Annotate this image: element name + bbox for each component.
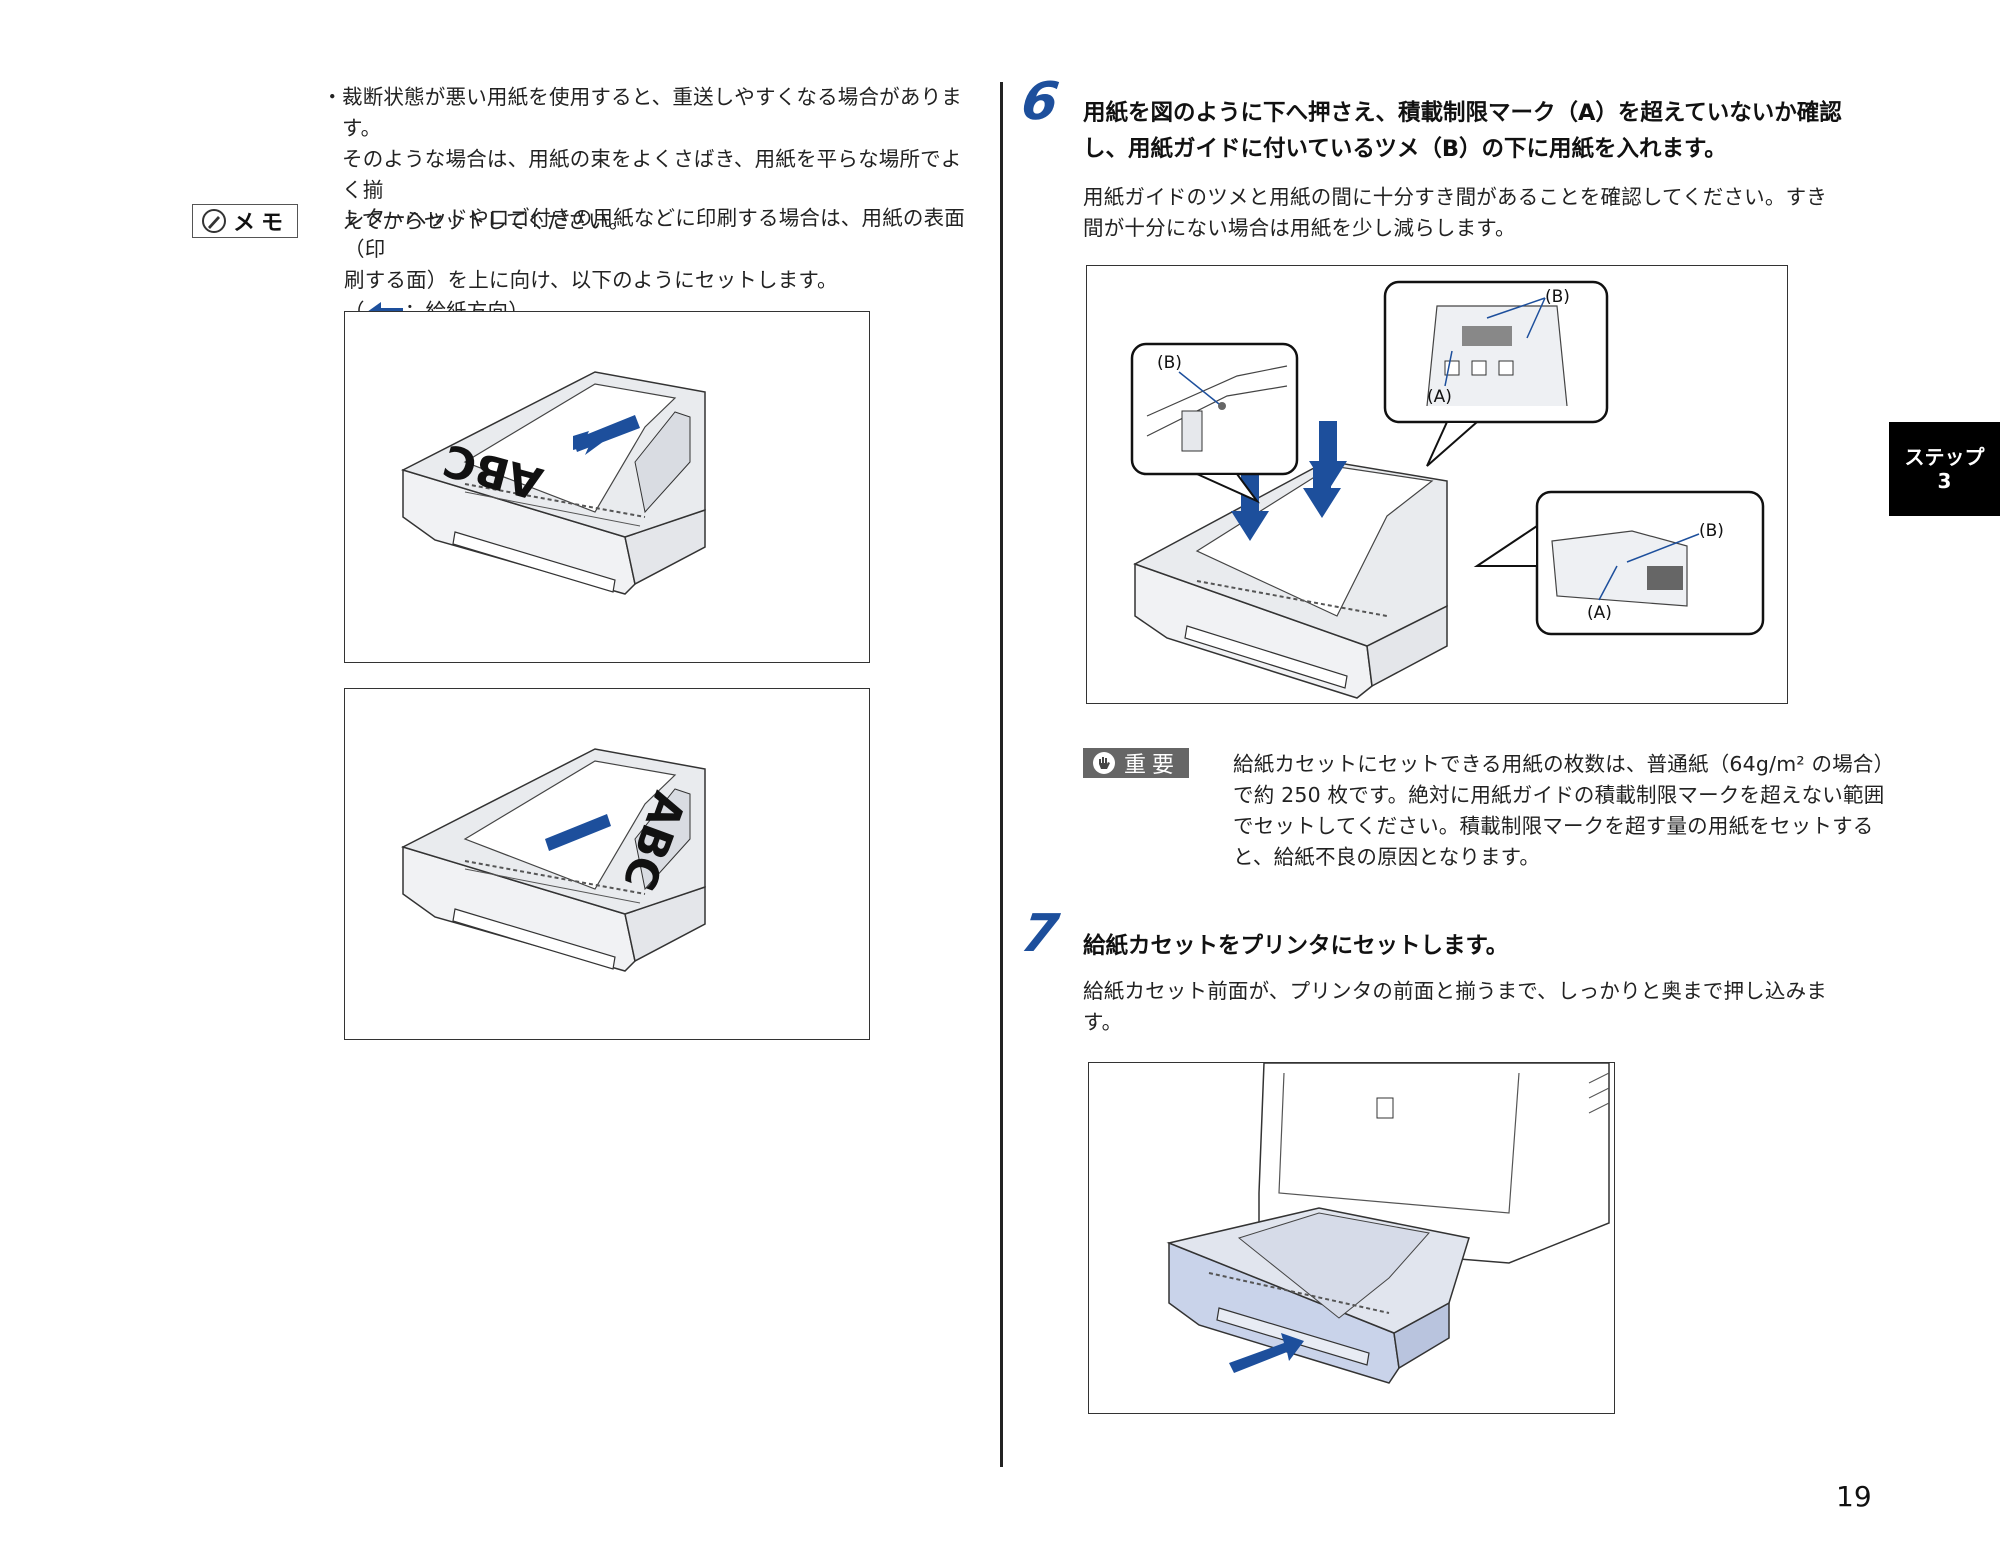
memo-line-2: 刷する面）を上に向け、以下のようにセットします。 [344, 268, 838, 292]
step-6-body-line-2: 間が十分にない場合は用紙を少し減らします。 [1083, 216, 1516, 240]
paper-tray-illustration-2: ABC [400, 748, 706, 972]
step-7-body: 給紙カセット前面が、プリンタの前面と揃うまで、しっかりと奥まで押し込みま す。 [1083, 976, 1963, 1038]
memo-tag: メモ [192, 204, 298, 238]
callout-label-b-top: (B) [1545, 287, 1570, 307]
caution-bullet-block: ・ 裁断状態が悪い用紙を使用すると、重送しやすくなる場合があります。 そのような… [322, 82, 982, 237]
tray-figure-1: ABC [344, 311, 870, 663]
important-text: 給紙カセットにセットできる用紙の枚数は、普通紙（64g/m² の場合） で約 2… [1233, 749, 1973, 873]
side-tab-line-2: 3 [1937, 469, 1952, 493]
memo-text: レターヘッドやロゴ付きの用紙などに印刷する場合は、用紙の表面（印 刷する面）を上… [344, 203, 984, 327]
step-7-figure [1088, 1062, 1615, 1414]
bullet-line-3: えてからセットしてください。 [342, 209, 630, 233]
paper-guide-illustration: (B) (B) (A) (B) (A) [1130, 280, 1765, 699]
step-6-body: 用紙ガイドのツメと用紙の間に十分すき間があることを確認してください。すき 間が十… [1083, 182, 1963, 244]
step-7-body-line-2: す。 [1083, 1010, 1123, 1034]
side-tab-line-1: ステップ [1904, 445, 1985, 469]
callout-label-a-top: (A) [1427, 387, 1452, 407]
important-line-1: 給紙カセットにセットできる用紙の枚数は、普通紙（64g/m² の場合） [1233, 752, 1895, 776]
column-divider [1000, 82, 1003, 1467]
callout-label-a-right: (A) [1587, 603, 1612, 623]
bullet-line-1: 裁断状態が悪い用紙を使用すると、重送しやすくなる場合があります。 [342, 85, 962, 140]
memo-line-1: レターヘッドやロゴ付きの用紙などに印刷する場合は、用紙の表面（印 [344, 206, 965, 261]
important-tag: 重要 [1083, 748, 1189, 778]
page-number: 19 [1836, 1480, 1872, 1513]
step-6-heading: 用紙を図のように下へ押さえ、積載制限マーク（A）を超えていないか確認 し、用紙ガ… [1083, 95, 1963, 167]
printer-cassette-illustration [1166, 1062, 1610, 1384]
pencil-icon [201, 209, 226, 233]
step-6-heading-line-2: し、用紙ガイドに付いているツメ（B）の下に用紙を入れます。 [1083, 136, 1727, 162]
hand-stop-icon [1092, 752, 1115, 774]
important-line-4: と、給紙不良の原因となります。 [1233, 845, 1541, 869]
bullet-line-2: そのような場合は、用紙の束をよくさばき、用紙を平らな場所でよく揃 [342, 147, 962, 202]
bullet-dot: ・ [322, 85, 343, 109]
step-6-heading-line-1: 用紙を図のように下へ押さえ、積載制限マーク（A）を超えていないか確認 [1083, 100, 1842, 126]
important-line-3: でセットしてください。積載制限マークを超す量の用紙をセットする [1233, 814, 1874, 838]
paper-tray-illustration-1: ABC [400, 371, 706, 595]
step-7-body-line-1: 給紙カセット前面が、プリンタの前面と揃うまで、しっかりと奥まで押し込みま [1083, 979, 1827, 1003]
step-6-number: 6 [1017, 72, 1063, 132]
step-6-figure: (B) (B) (A) (B) (A) [1086, 265, 1788, 704]
important-line-2: で約 250 枚です。絶対に用紙ガイドの積載制限マークを超えない範囲 [1233, 783, 1885, 807]
important-label: 重要 [1123, 753, 1180, 778]
callout-label-b-right: (B) [1699, 521, 1724, 541]
memo-label: メモ [232, 211, 289, 236]
step-7-number: 7 [1017, 904, 1063, 964]
callout-label-b-left: (B) [1157, 353, 1182, 373]
tray-figure-2: ABC [344, 688, 870, 1040]
step-3-side-tab: ステップ 3 [1889, 422, 2000, 516]
step-7-heading: 給紙カセットをプリンタにセットします。 [1083, 933, 1509, 959]
step-6-body-line-1: 用紙ガイドのツメと用紙の間に十分すき間があることを確認してください。すき [1083, 185, 1827, 209]
